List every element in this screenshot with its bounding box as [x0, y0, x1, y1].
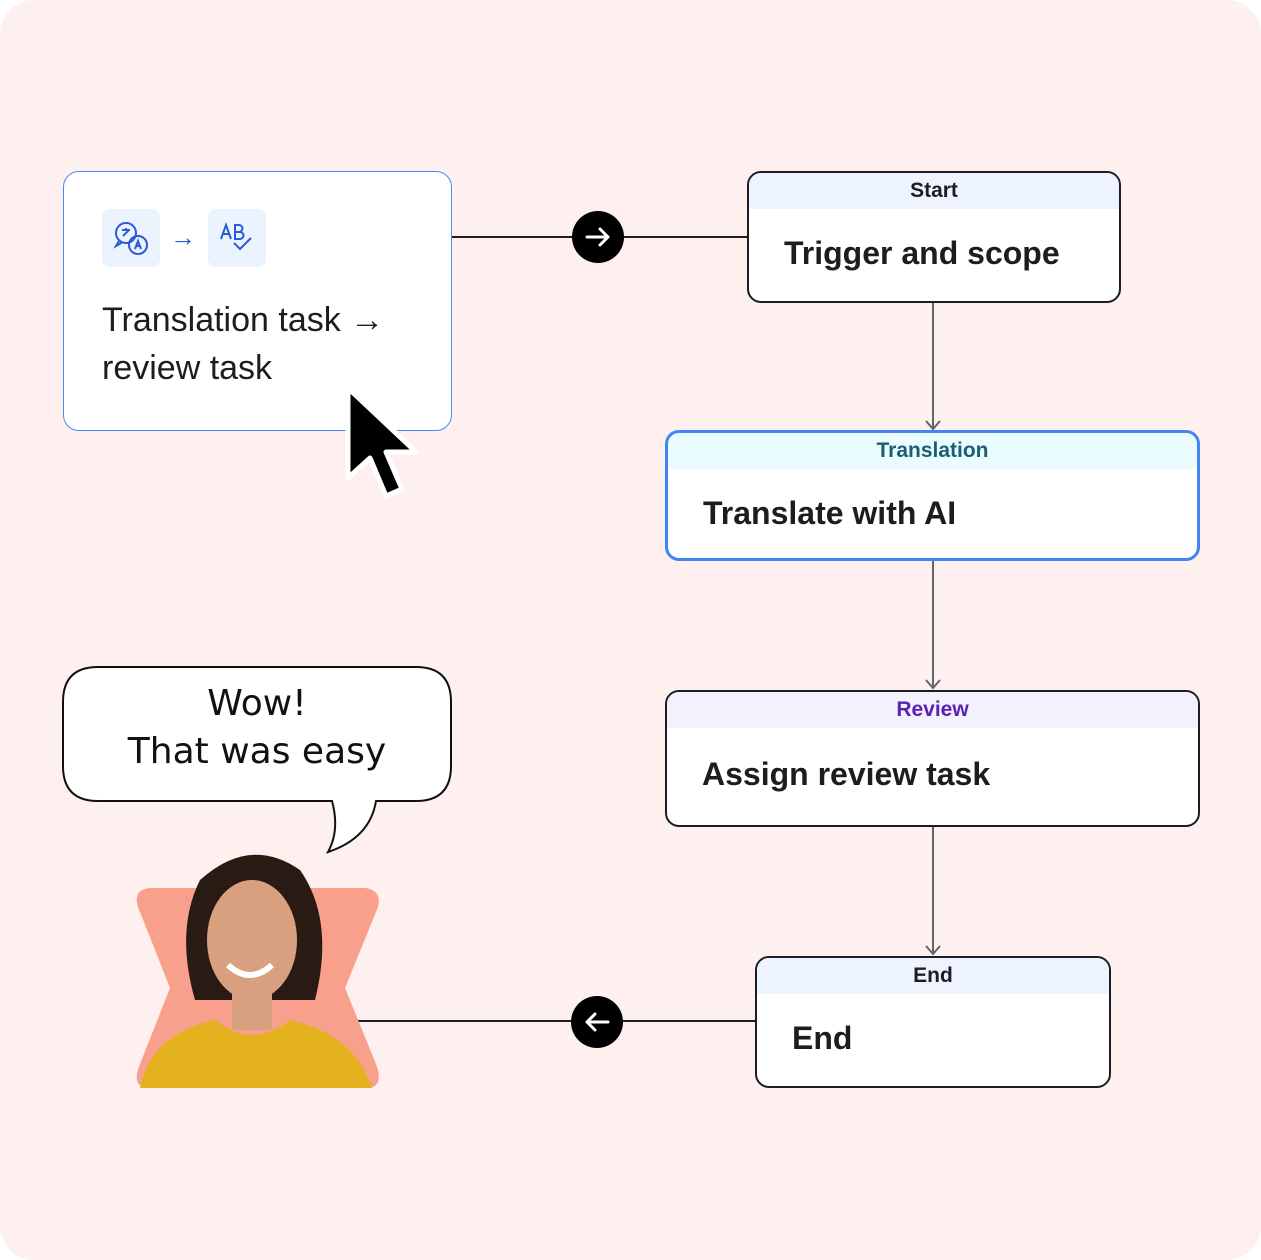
node-body: Assign review task	[702, 756, 991, 792]
speech-text: Wow! That was easy	[63, 680, 451, 776]
node-review[interactable]: Review Assign review task	[665, 690, 1200, 827]
node-start[interactable]: Start Trigger and scope	[747, 171, 1121, 303]
node-header: End	[757, 958, 1109, 994]
node-body: Translate with AI	[703, 495, 957, 531]
node-end[interactable]: End End	[755, 956, 1111, 1088]
title-line-2: review task	[102, 349, 273, 387]
node-body: Trigger and scope	[784, 235, 1060, 271]
arrow-right-icon: →	[170, 222, 196, 252]
node-header: Start	[749, 173, 1119, 209]
intro-card-title: Translation task → review task	[102, 296, 384, 392]
arrow-left-circle-icon	[571, 996, 623, 1048]
node-header: Translation	[668, 433, 1197, 469]
node-translation[interactable]: Translation Translate with AI	[665, 430, 1200, 561]
speech-line-1: Wow!	[207, 683, 307, 724]
title-line-1: Translation task →	[102, 301, 385, 339]
node-header: Review	[667, 692, 1198, 728]
speech-line-2: That was easy	[127, 731, 387, 772]
spellcheck-icon	[208, 209, 266, 267]
translate-icon	[102, 209, 160, 267]
node-body: End	[792, 1020, 853, 1056]
arrow-right-circle-icon	[572, 211, 624, 263]
